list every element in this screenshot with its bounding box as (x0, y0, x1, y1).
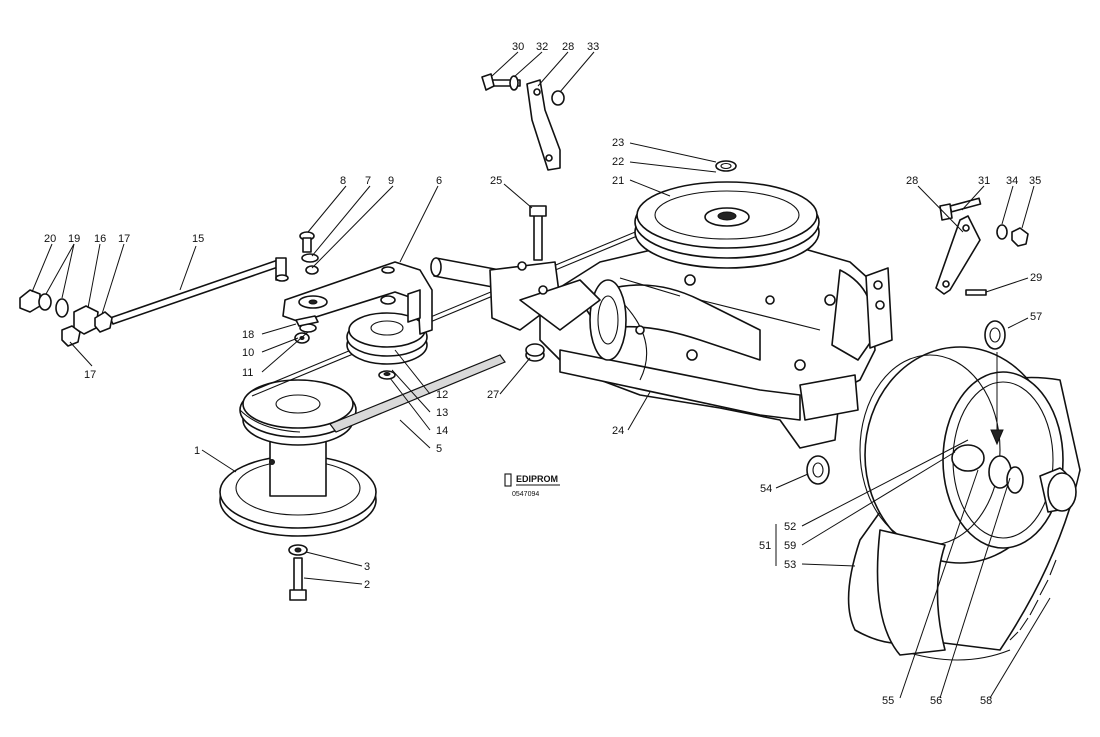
pulley-bolt (288, 544, 308, 601)
axle-washer (984, 320, 1006, 350)
callout-6: 6 (436, 175, 442, 187)
callout-34: 34 (1006, 175, 1018, 187)
callout-22: 22 (612, 156, 624, 168)
callout-59: 59 (784, 540, 796, 552)
callout-17-bottom: 17 (84, 369, 96, 381)
callout-30: 30 (512, 41, 524, 53)
callout-labels: 30 32 28 33 23 22 21 25 28 31 34 35 29 5… (44, 41, 1042, 707)
callout-9: 9 (388, 175, 394, 187)
callout-56: 56 (930, 695, 942, 707)
callout-23: 23 (612, 137, 624, 149)
bracket-lower-hardware (294, 315, 319, 344)
transaxle-housing (539, 241, 876, 449)
callout-12: 12 (436, 389, 448, 401)
pulley-circlip (715, 160, 737, 172)
callout-25: 25 (490, 175, 502, 187)
callout-17-top: 17 (118, 233, 130, 245)
callout-7: 7 (365, 175, 371, 187)
bracket-bolt-stack (299, 231, 319, 275)
callout-29: 29 (1030, 272, 1042, 284)
transaxle-pulley (634, 181, 820, 269)
axle-mount-plate (865, 267, 893, 349)
callout-14: 14 (436, 425, 448, 437)
callout-20: 20 (44, 233, 56, 245)
callout-28: 28 (562, 41, 574, 53)
upper-torque-bracket (481, 73, 565, 171)
callout-52: 52 (784, 521, 796, 533)
watermark-code: 0547094 (512, 491, 539, 498)
callout-27: 27 (487, 389, 499, 401)
callout-54: 54 (760, 483, 772, 495)
rear-wheel (847, 346, 1081, 661)
callout-57: 57 (1030, 311, 1042, 323)
callout-15: 15 (192, 233, 204, 245)
callout-28-right: 28 (906, 175, 918, 187)
callout-55: 55 (882, 695, 894, 707)
callout-5: 5 (436, 443, 442, 455)
wheel-hub (951, 444, 1077, 513)
callout-1: 1 (194, 445, 200, 457)
leader-lines (31, 51, 1051, 699)
callout-35: 35 (1029, 175, 1041, 187)
callout-8: 8 (340, 175, 346, 187)
callout-31: 31 (978, 175, 990, 187)
callout-10: 10 (242, 347, 254, 359)
wheel-arrow (990, 352, 1004, 446)
callout-19: 19 (68, 233, 80, 245)
callout-51: 51 (759, 540, 771, 552)
spacer-washer (806, 455, 830, 485)
callout-32: 32 (536, 41, 548, 53)
idler-pulley (346, 312, 428, 380)
callout-58: 58 (980, 695, 992, 707)
tension-rod (109, 257, 289, 325)
idler-bracket (282, 261, 433, 335)
callout-16: 16 (94, 233, 106, 245)
callout-11: 11 (242, 367, 253, 379)
drive-belt (239, 229, 643, 433)
right-torque-bracket (935, 197, 1029, 296)
drive-pulley (219, 379, 377, 537)
input-shaft (430, 257, 601, 331)
callout-33: 33 (587, 41, 599, 53)
watermark-brand: EDIPROM (516, 474, 558, 484)
callout-3: 3 (364, 561, 370, 573)
housing-nut (525, 343, 545, 362)
ediprom-watermark: EDIPROM 0547094 (504, 473, 560, 498)
callout-2: 2 (364, 579, 370, 591)
callout-24: 24 (612, 425, 624, 437)
callout-21: 21 (612, 175, 624, 187)
housing-bolt (529, 205, 547, 261)
rod-nuts (19, 289, 113, 347)
callout-53: 53 (784, 559, 796, 571)
callout-13: 13 (436, 407, 448, 419)
callout-18: 18 (242, 329, 254, 341)
